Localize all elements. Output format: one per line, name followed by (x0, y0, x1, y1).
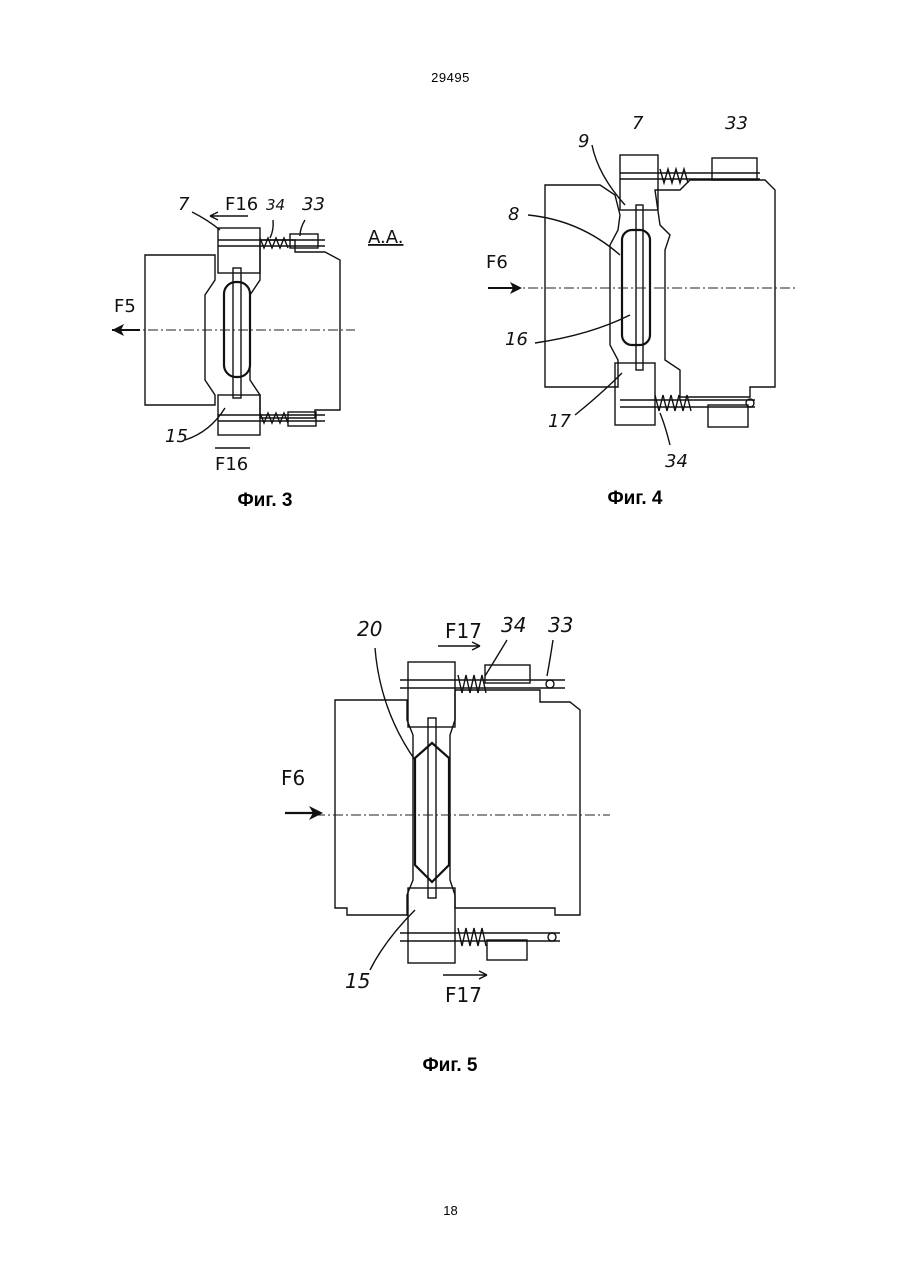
figure-4-drawing: 7 33 9 8 F6 16 17 34 (480, 105, 800, 480)
fig5-label-15: 15 (345, 969, 370, 993)
center-rod (233, 268, 241, 398)
fig3-label-15: 15 (165, 426, 188, 447)
figure-5-drawing: 20 F17 34 33 F6 15 F17 (275, 610, 620, 1010)
right-mold-half (655, 180, 775, 397)
fig3-label-f5: F5 (114, 296, 136, 317)
fig5-label-20: 20 (357, 617, 382, 641)
fig4-label-16: 16 (505, 329, 528, 350)
fig4-label-9: 9 (578, 131, 589, 152)
bottom-slide-block (615, 363, 655, 425)
page-number: 18 (0, 1203, 901, 1218)
fig3-label-f16-bottom: F16 (215, 454, 248, 475)
fig4-label-17: 17 (548, 411, 571, 432)
figure-4-caption: Фиг. 4 (570, 488, 700, 510)
fig3-label-f16-top: F16 (225, 194, 258, 215)
figure-3-caption: Фиг. 3 (200, 490, 330, 512)
fig3-label-34: 34 (266, 196, 285, 214)
capsule (224, 282, 250, 377)
fig4-label-34: 34 (665, 451, 688, 472)
top-slide-block (218, 228, 260, 273)
figure-3-drawing: 7 F16 34 33 A.A. F5 15 F16 (100, 180, 430, 480)
fig5-label-f6: F6 (281, 766, 305, 790)
top-slide-block (408, 662, 455, 727)
capsule (415, 743, 449, 882)
right-mold-half (250, 240, 340, 418)
fig5-label-f17-top: F17 (445, 619, 482, 643)
fig5-label-34: 34 (501, 613, 526, 637)
fig3-label-7: 7 (178, 194, 190, 215)
fig4-label-7: 7 (632, 113, 644, 134)
figure-5-caption: Фиг. 5 (385, 1055, 515, 1077)
fig5-label-f17-bottom: F17 (445, 983, 482, 1007)
fig5-label-33: 33 (548, 613, 573, 637)
fig4-label-33: 33 (725, 113, 748, 134)
fig4-label-8: 8 (508, 204, 519, 225)
top-slide-block (620, 155, 658, 210)
fig4-label-f6: F6 (486, 252, 508, 273)
left-mold-half (545, 185, 620, 387)
left-mold-half (335, 700, 413, 915)
right-mold-half (450, 690, 580, 915)
fig3-label-33: 33 (302, 194, 325, 215)
document-number: 29495 (0, 70, 901, 85)
bottom-slide-block (408, 888, 455, 963)
fig3-section-label: A.A. (368, 227, 403, 248)
